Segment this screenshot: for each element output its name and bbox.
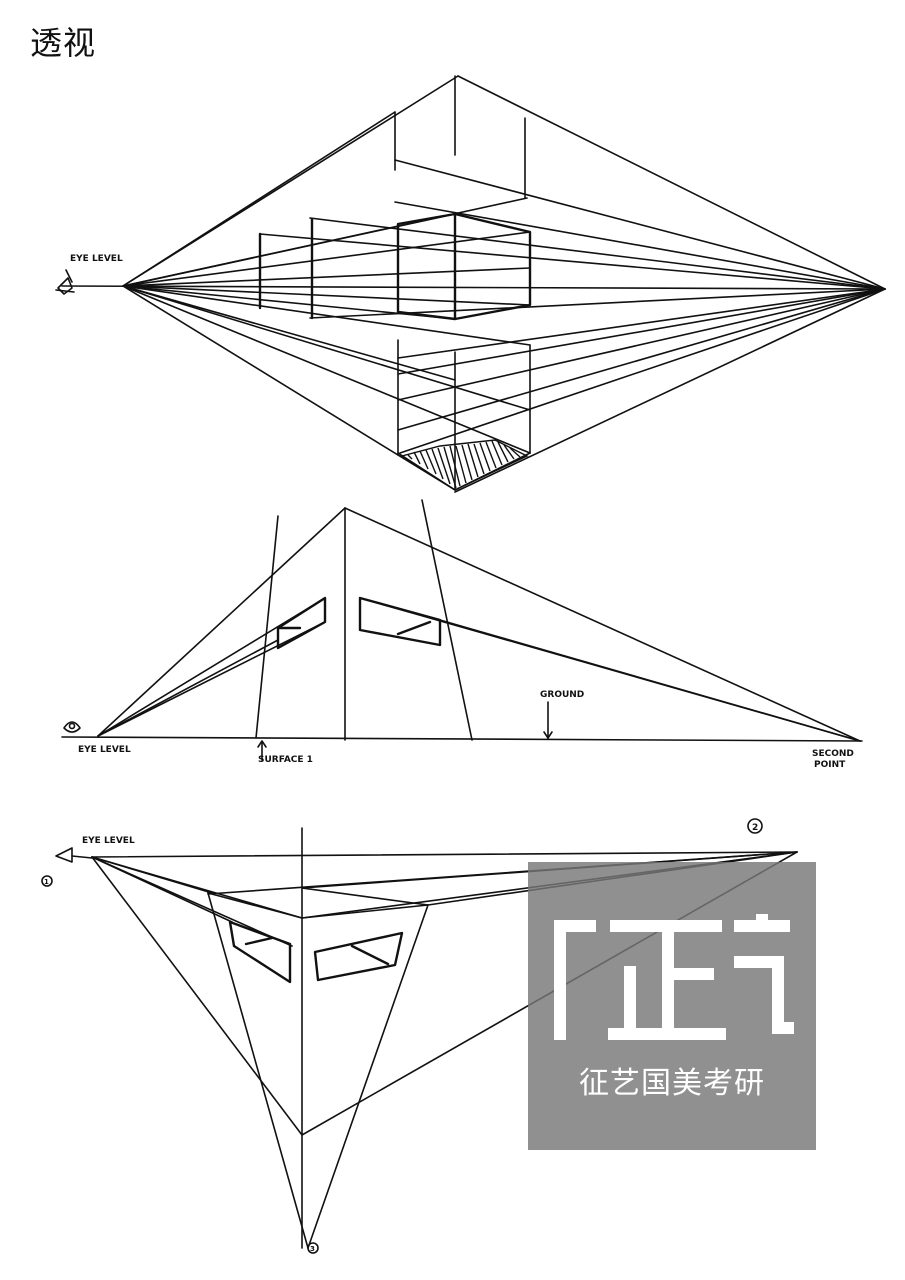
window-right: [358, 596, 442, 647]
second-point-label-line1: SECOND: [812, 749, 854, 759]
watermark-text: 征艺国美考研: [579, 1066, 765, 1101]
hatched-shadow: [400, 439, 529, 491]
surface-arrow: [257, 740, 267, 761]
marker-1-circle: [41, 875, 53, 887]
watermark-logo: [554, 914, 794, 1040]
watermark: 征艺国美考研: [528, 862, 816, 1150]
eye-icon: [55, 847, 93, 863]
construction-lines: [97, 499, 861, 742]
marker-2-circle: [747, 818, 763, 834]
left-vp-rays: [122, 75, 531, 491]
eye-level-label: EYE LEVEL: [82, 836, 135, 846]
second-point-label-line2: POINT: [814, 760, 846, 770]
ground-arrow: [543, 701, 553, 739]
upper-box: [394, 75, 526, 199]
horizon-line: [61, 285, 886, 290]
figure-surface-ground: EYE LEVEL SURFACE 1: [61, 499, 863, 770]
window-right: [313, 931, 404, 982]
window-left: [228, 920, 292, 984]
eye-icon: [63, 721, 81, 733]
marker-2: 2: [752, 823, 758, 833]
marker-1: 1: [44, 878, 49, 886]
window-left: [276, 596, 327, 650]
eye-icon: [55, 269, 75, 295]
figure-two-point-perspective: EYE LEVEL: [55, 75, 886, 493]
eye-level-label: EYE LEVEL: [78, 745, 131, 755]
eye-level-label: EYE LEVEL: [70, 254, 123, 264]
horizon-line: [61, 736, 863, 742]
middle-box: [258, 212, 532, 321]
page-title: 透视: [30, 24, 97, 62]
ground-label: GROUND: [540, 690, 584, 700]
marker-3: 3: [310, 1245, 315, 1253]
surface-label: SURFACE 1: [258, 755, 313, 765]
